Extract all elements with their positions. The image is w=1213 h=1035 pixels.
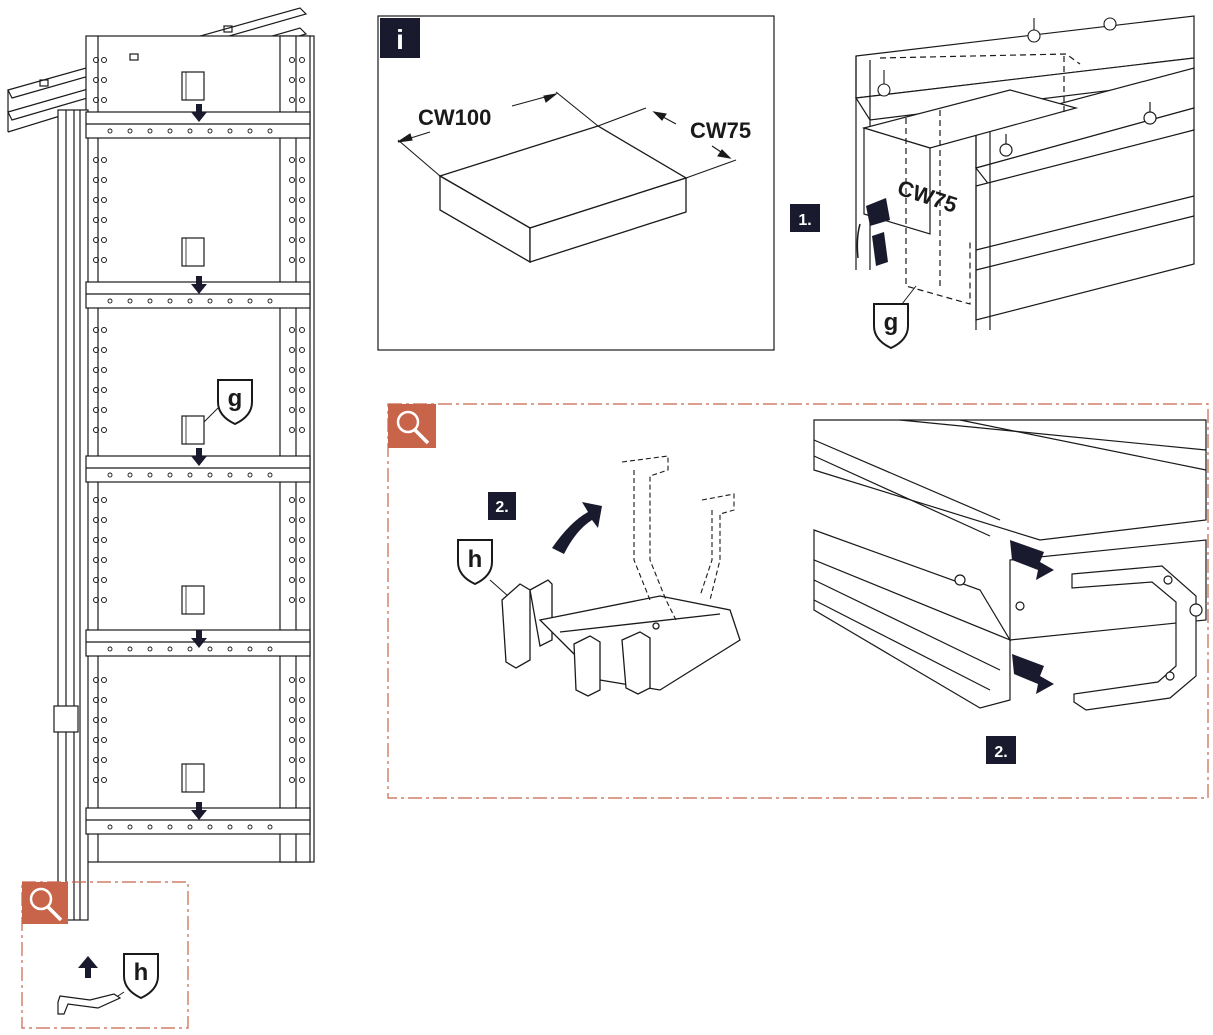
push-arrow-lower bbox=[1012, 654, 1054, 694]
part-label-g-right: g bbox=[873, 285, 917, 350]
info-panel: i CW100 CW75 bbox=[377, 15, 775, 351]
part-label-g-left: g bbox=[203, 379, 253, 426]
push-arrow-upper bbox=[1010, 540, 1054, 580]
up-arrow bbox=[866, 198, 890, 266]
rail-detail bbox=[813, 419, 1207, 711]
rail-holes bbox=[107, 128, 273, 830]
step-badge-2-right bbox=[986, 736, 1016, 764]
block-side-face bbox=[529, 177, 687, 263]
label-cw100: CW100 bbox=[418, 105, 491, 130]
info-icon bbox=[380, 18, 420, 58]
step-badge-1 bbox=[790, 204, 820, 232]
svg-text:i: i bbox=[396, 24, 404, 55]
post-bracket bbox=[53, 705, 79, 733]
profile-assembly-top bbox=[854, 15, 1195, 330]
step-badge-2-left bbox=[488, 492, 516, 520]
step-badge-2-left-text: 2. bbox=[495, 499, 508, 516]
frame-left-post bbox=[57, 109, 89, 921]
step-badge-2-right-text: 2. bbox=[994, 744, 1007, 761]
part-label-h-main: h bbox=[468, 546, 483, 573]
curved-arrow bbox=[552, 502, 602, 554]
frame-holes bbox=[93, 57, 305, 783]
part-label-h-small: h bbox=[134, 959, 149, 986]
label-cw75: CW75 bbox=[690, 118, 751, 143]
frame-right-post bbox=[279, 35, 311, 863]
clip-part bbox=[501, 579, 741, 697]
pocket-door-frame bbox=[7, 7, 315, 921]
step-badge-1-text: 1. bbox=[798, 212, 811, 229]
clip-part-small bbox=[57, 993, 122, 1015]
zoom-panel-small: h bbox=[21, 881, 189, 1029]
spacer-blocks bbox=[181, 71, 207, 820]
zoom-panel-main: 2. h bbox=[387, 403, 1209, 799]
part-label-g-left-text: g bbox=[228, 385, 243, 412]
part-label-g-right-text: g bbox=[884, 309, 899, 336]
up-arrow-small bbox=[78, 956, 98, 978]
clip-ghost bbox=[621, 455, 735, 621]
